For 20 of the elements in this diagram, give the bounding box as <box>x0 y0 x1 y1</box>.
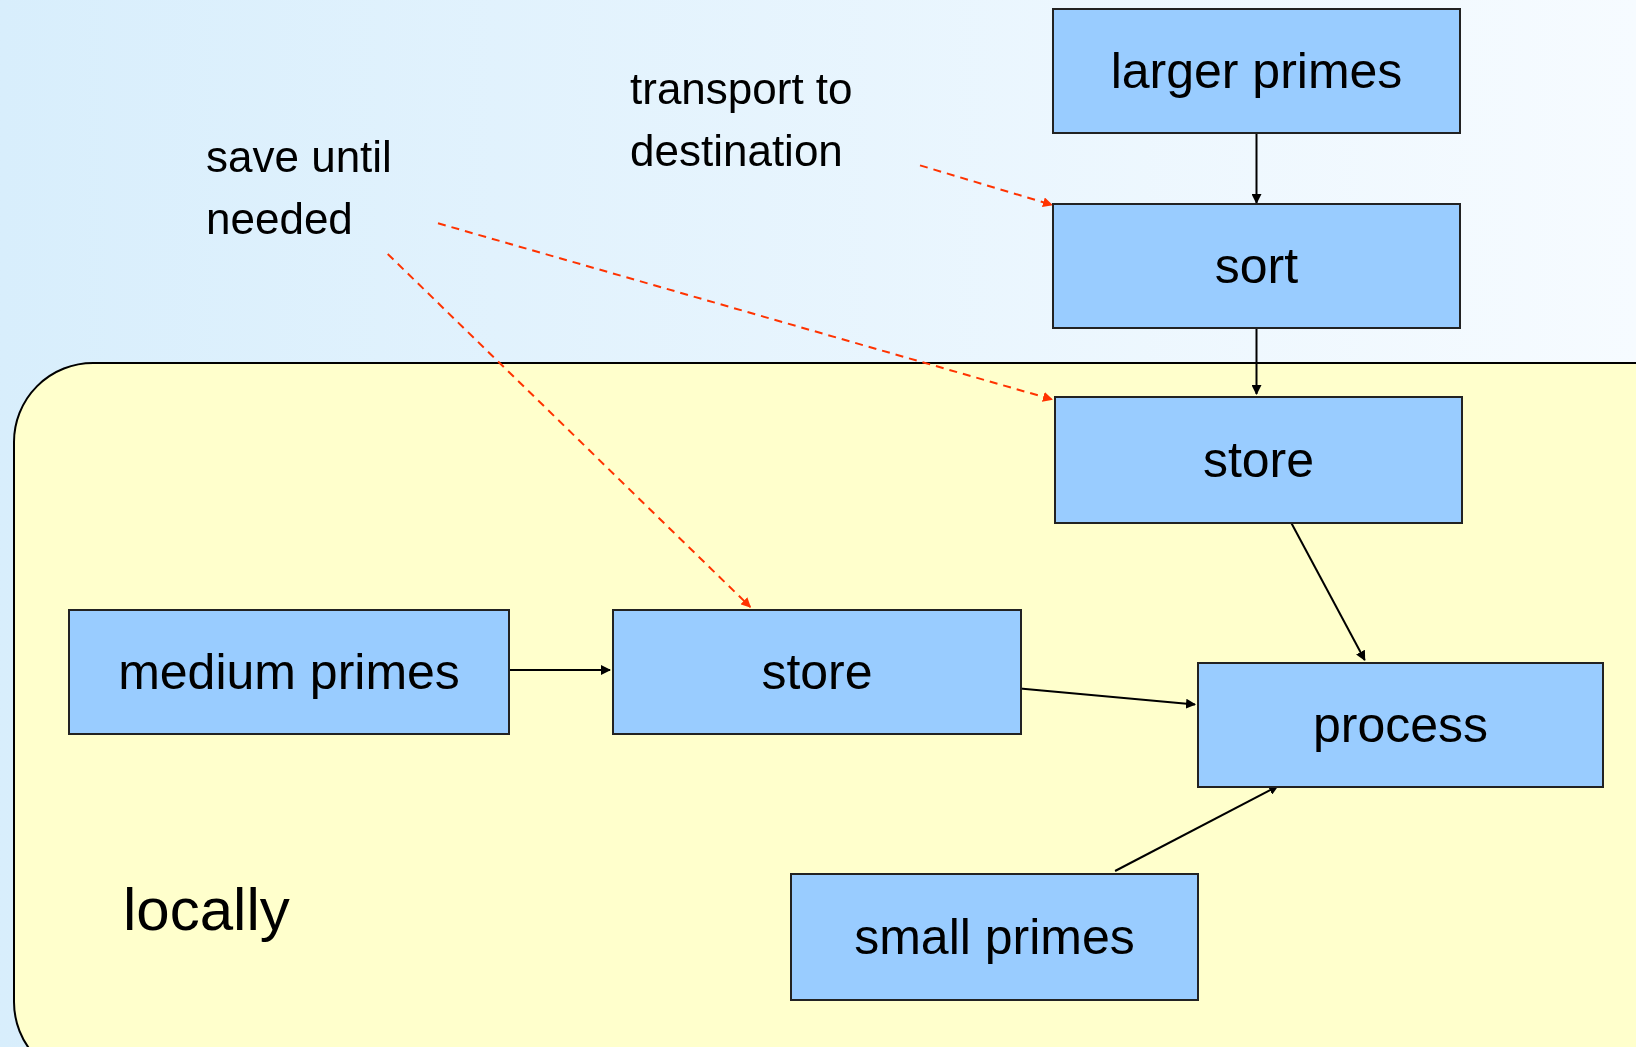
process-box: small primes <box>790 873 1199 1001</box>
process-box: sort <box>1052 203 1461 329</box>
arrow <box>1251 328 1262 395</box>
region-label: locally <box>123 880 290 940</box>
process-box: medium primes <box>68 609 510 735</box>
region-band <box>13 362 1636 1047</box>
arrow <box>1289 521 1366 661</box>
arrow <box>1019 687 1196 709</box>
note-text: save until needed <box>206 126 438 254</box>
arrow <box>386 253 752 608</box>
process-box: store <box>612 609 1022 735</box>
arrow <box>1114 785 1279 872</box>
arrow <box>1251 133 1262 204</box>
arrow <box>437 222 1053 402</box>
process-box: store <box>1054 396 1463 524</box>
arrow <box>507 665 611 675</box>
note-text: transport to destination <box>630 58 920 186</box>
process-box: larger primes <box>1052 8 1461 134</box>
arrow <box>919 164 1053 208</box>
process-box: process <box>1197 662 1604 788</box>
